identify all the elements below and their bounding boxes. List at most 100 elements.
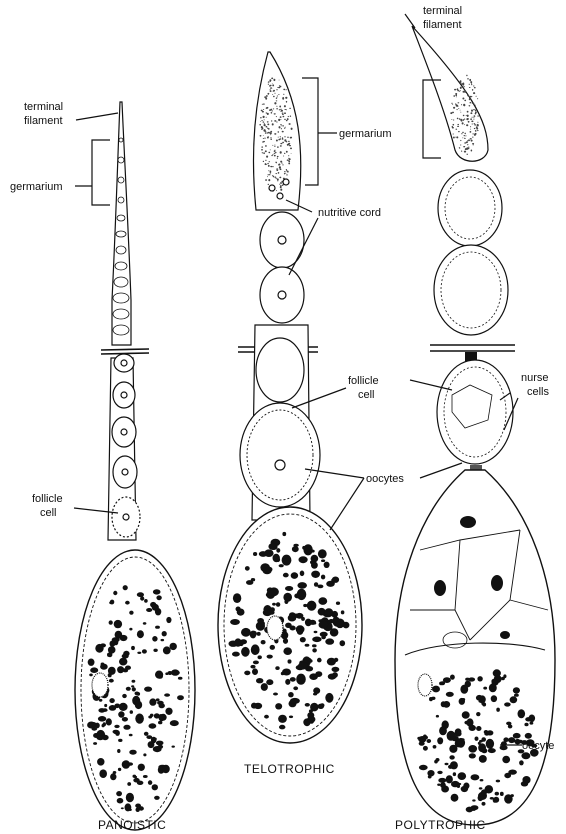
leader-terminal-filament-panoistic [76,113,118,120]
granule [279,86,281,88]
granule [263,109,264,110]
granule [473,119,474,120]
granule [312,644,317,647]
granule [126,793,134,803]
granule [264,715,269,719]
granule [92,727,98,731]
granule [97,735,105,740]
granule [470,131,472,133]
granule [155,671,163,679]
granule [462,132,464,133]
granule [463,783,469,790]
granule [288,692,294,697]
granule [470,129,471,130]
granule [158,721,162,724]
granule [479,787,483,789]
granule [268,94,269,95]
granule [308,659,312,662]
granule [468,677,475,681]
granule [261,149,263,151]
granule [460,110,461,111]
granule [462,83,464,85]
granule [419,765,428,770]
granule [289,716,293,719]
granule [143,753,146,756]
bracket-germarium-panoistic [92,140,110,205]
granule [467,111,469,113]
granule [266,156,268,158]
granule [263,135,264,136]
granule [321,575,325,580]
granule [464,138,465,139]
granule [459,118,461,120]
granule [504,773,511,778]
granule [144,732,149,736]
granule [270,139,272,140]
granule [265,567,273,573]
granule [286,120,288,121]
granule [267,655,273,659]
granule [447,731,456,741]
granule [267,176,268,177]
telotrophic-ovariole [218,52,362,743]
granule [276,100,278,101]
granule [458,131,460,132]
granule [264,124,266,126]
granule [460,81,462,83]
granule [311,571,320,578]
granule [465,133,466,135]
granule [466,115,467,116]
granule [462,711,470,718]
granule [120,635,128,641]
granule [500,792,504,796]
granule [107,653,111,657]
granule [273,554,280,562]
granule [319,621,329,629]
granule [466,124,468,126]
granule [524,723,528,727]
granule [102,724,105,727]
granule [467,154,468,155]
granule [285,127,286,128]
granule [458,108,459,109]
granule [266,107,268,109]
granule [491,679,497,684]
label-terminal-filament-panoistic: terminal [24,101,63,113]
granule [469,87,471,88]
granule [279,725,285,730]
granule [144,687,152,692]
granule [281,109,282,110]
granule [152,636,157,642]
granule [131,646,135,650]
granule [313,693,317,696]
granule [272,603,276,606]
granule [473,133,474,134]
granule [104,704,107,707]
granule [481,737,486,742]
granule [318,597,327,605]
granule [156,595,161,600]
granule [469,725,476,731]
telotrophic-young-oocytes [260,212,304,323]
granule [263,161,264,162]
granule [475,130,477,132]
granule [129,734,133,737]
label-follicle-cell-panoistic-2: cell [40,507,57,519]
granule [286,174,287,175]
granule [263,138,264,139]
granule [285,679,290,685]
granule [272,84,274,86]
granule [280,119,281,120]
granule [475,111,477,113]
granule [332,667,340,672]
granule [449,755,454,759]
granule [277,158,278,159]
granule [290,145,291,146]
granule [265,163,267,165]
granule [496,708,500,712]
granule [155,626,160,629]
granule [469,98,471,99]
granule [472,143,474,144]
granule [146,608,152,612]
